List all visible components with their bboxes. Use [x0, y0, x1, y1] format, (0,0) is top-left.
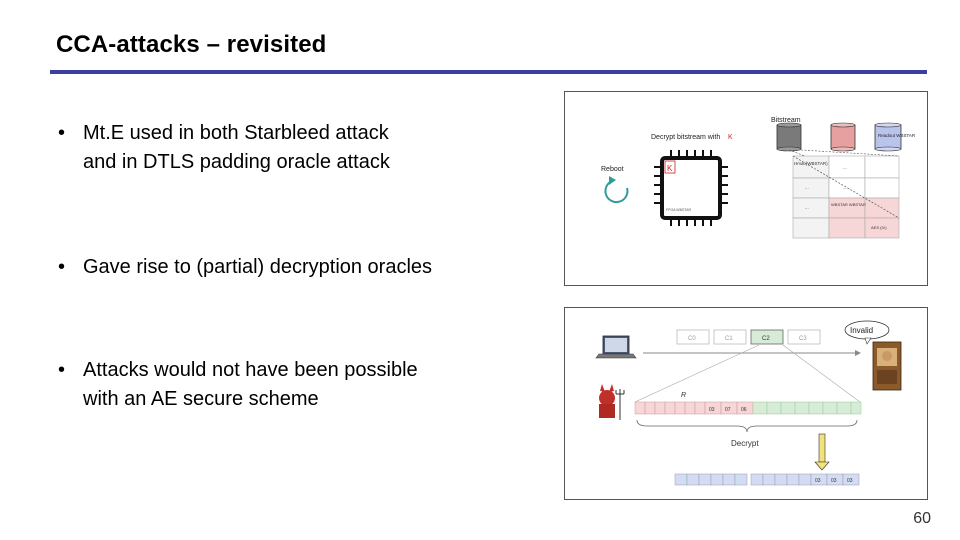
- slide-title: CCA-attacks – revisited: [56, 31, 327, 58]
- bullet-text: Gave rise to (partial) decryption oracle…: [83, 253, 432, 282]
- starbleed-diagram: Bitstream Decrypt bitstream with K Reado…: [601, 117, 916, 239]
- down-arrow-icon: [814, 433, 830, 471]
- grid-cell: AES (IV): [871, 225, 887, 230]
- ciphertext-blocks: C0 C1 C2 C3: [676, 329, 821, 345]
- decrypt-bitstream-label: Decrypt bitstream with: [651, 134, 720, 141]
- laptop-icon: [595, 335, 637, 359]
- out-byte: 03: [831, 478, 837, 484]
- bullet-line: Attacks would not have been possible: [83, 359, 418, 381]
- r-label: R: [681, 392, 686, 399]
- scroll-icon: [830, 122, 856, 152]
- r-byte: 07: [725, 407, 731, 413]
- bullet-text: Attacks would not have been possible wit…: [83, 356, 418, 414]
- scroll-label: Readout WBSTAR: [878, 133, 916, 138]
- bullet-line: with an AE secure scheme: [83, 388, 319, 410]
- bullet-line: Mt.E used in both Starbleed attack: [83, 122, 389, 144]
- oracle-booth-icon: [872, 341, 902, 391]
- scroll-icon: [776, 122, 802, 152]
- slide-number: 60: [913, 510, 931, 527]
- devil-attacker-icon: [599, 384, 625, 420]
- cipher-block-label: C1: [725, 336, 733, 342]
- fpga-chip-icon: K FPGA WBSTAR: [654, 150, 728, 226]
- decrypt-brace: [636, 419, 858, 433]
- padding-oracle-diagram: C0 C1 C2 C3 Invalid R: [595, 320, 902, 486]
- padding-oracle-figure: C0 C1 C2 C3 Invalid R: [564, 307, 928, 500]
- grid-cell: ...: [843, 185, 847, 190]
- bullet-marker: •: [58, 359, 66, 381]
- decrypt-label: Decrypt: [731, 439, 759, 448]
- bitstream-grid: Hmac(WBSTAR) ... ... ... ... WBSTAR WBST…: [788, 149, 900, 239]
- plaintext-blocks-row: 03 03 03: [674, 473, 860, 486]
- cipher-block-label: C3: [799, 336, 807, 342]
- grid-cell: Hmac(WBSTAR): [794, 161, 828, 166]
- bullet-marker: •: [58, 122, 66, 144]
- grid-cell: ...: [805, 185, 809, 190]
- chip-key-symbol: K: [667, 164, 673, 173]
- reboot-icon: [604, 176, 629, 204]
- r-blocks-row: 03 07 06: [634, 401, 862, 415]
- bitstream-label: Bitstream: [771, 117, 801, 124]
- bullet-marker: •: [58, 256, 66, 278]
- bullet-text: Mt.E used in both Starbleed attack and i…: [83, 119, 390, 177]
- chip-caption: FPGA WBSTAR: [666, 208, 691, 212]
- r-byte: 03: [709, 407, 715, 413]
- grid-cell: WBSTAR WBSTAR: [831, 202, 866, 207]
- r-byte: 06: [741, 407, 747, 413]
- bullet-line: and in DTLS padding oracle attack: [83, 151, 390, 173]
- starbleed-figure: Bitstream Decrypt bitstream with K Reado…: [564, 91, 928, 286]
- grid-cell: ...: [805, 205, 809, 210]
- out-byte: 03: [847, 478, 853, 484]
- title-underline: [50, 70, 927, 74]
- bullet-line: Gave rise to (partial) decryption oracle…: [83, 256, 433, 278]
- key-symbol: K: [728, 134, 733, 141]
- invalid-speech-bubble: Invalid: [844, 320, 890, 345]
- scroll-icon: Readout WBSTAR: [874, 122, 916, 152]
- grid-cell: ...: [843, 165, 847, 170]
- reboot-label: Reboot: [601, 166, 624, 173]
- invalid-label: Invalid: [850, 326, 873, 335]
- cipher-block-label: C0: [688, 336, 696, 342]
- out-byte: 03: [815, 478, 821, 484]
- cipher-block-label: C2: [762, 336, 770, 342]
